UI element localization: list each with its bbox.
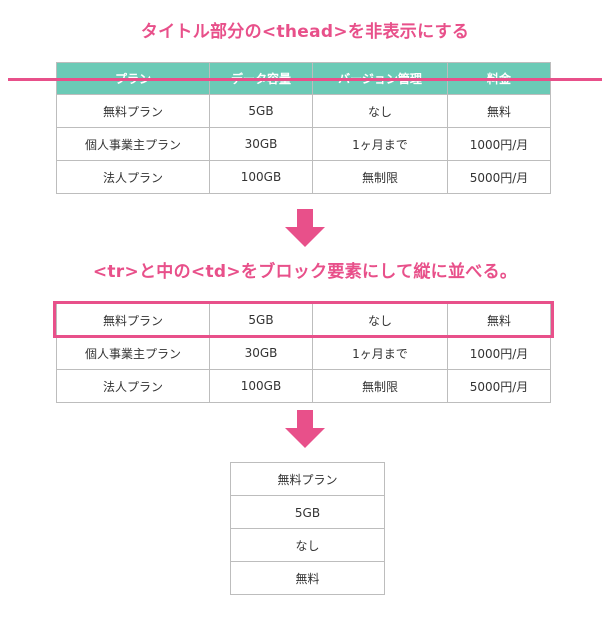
table-cell: なし bbox=[312, 94, 448, 128]
table-cell: 個人事業主プラン bbox=[56, 127, 210, 161]
table-cell: 5000円/月 bbox=[447, 369, 551, 403]
row-highlight-box bbox=[53, 301, 554, 338]
table-row: 個人事業主プラン 30GB 1ヶ月まで 1000円/月 bbox=[56, 336, 551, 370]
arrow-down-icon bbox=[285, 209, 325, 247]
table-cell: 1ヶ月まで bbox=[312, 336, 448, 370]
table-cell: 30GB bbox=[209, 127, 313, 161]
table-cell: 1000円/月 bbox=[447, 336, 551, 370]
stacked-cell: なし bbox=[230, 528, 385, 562]
table-cell: 1ヶ月まで bbox=[312, 127, 448, 161]
table-cell: 5GB bbox=[209, 94, 313, 128]
table-cell: 個人事業主プラン bbox=[56, 336, 210, 370]
table-with-header: プラン データ容量 バージョン管理 料金 無料プラン 5GB なし 無料 個人事… bbox=[56, 62, 551, 194]
table-cell: 無料プラン bbox=[56, 94, 210, 128]
table-row: 無料プラン 5GB なし 無料 bbox=[56, 303, 551, 337]
stacked-cell: 無料 bbox=[230, 561, 385, 595]
table-cell: 法人プラン bbox=[56, 160, 210, 194]
table-cell: 無料プラン bbox=[56, 303, 210, 337]
table-cell: 法人プラン bbox=[56, 369, 210, 403]
table-cell: なし bbox=[312, 303, 448, 337]
table-cell: 無料 bbox=[447, 303, 551, 337]
stacked-cells: 無料プラン 5GB なし 無料 bbox=[230, 462, 385, 595]
strike-through-line bbox=[8, 78, 602, 81]
heading-hide-thead: タイトル部分の<thead>を非表示にする bbox=[140, 22, 470, 42]
table-cell: 5000円/月 bbox=[447, 160, 551, 194]
table-cell: 1000円/月 bbox=[447, 127, 551, 161]
heading-block-rows: <tr>と中の<td>をブロック要素にして縦に並べる。 bbox=[92, 262, 518, 282]
stacked-cell: 無料プラン bbox=[230, 462, 385, 496]
table-cell: 無料 bbox=[447, 94, 551, 128]
table-cell: 30GB bbox=[209, 336, 313, 370]
arrow-down-icon bbox=[285, 410, 325, 448]
table-row: 法人プラン 100GB 無制限 5000円/月 bbox=[56, 160, 551, 194]
stacked-cell: 5GB bbox=[230, 495, 385, 529]
table-cell: 100GB bbox=[209, 160, 313, 194]
table-cell: 無制限 bbox=[312, 369, 448, 403]
table-cell: 100GB bbox=[209, 369, 313, 403]
table-row: 法人プラン 100GB 無制限 5000円/月 bbox=[56, 369, 551, 403]
table-row: 無料プラン 5GB なし 無料 bbox=[56, 94, 551, 128]
table-row: 個人事業主プラン 30GB 1ヶ月まで 1000円/月 bbox=[56, 127, 551, 161]
table-cell: 無制限 bbox=[312, 160, 448, 194]
table-cell: 5GB bbox=[209, 303, 313, 337]
